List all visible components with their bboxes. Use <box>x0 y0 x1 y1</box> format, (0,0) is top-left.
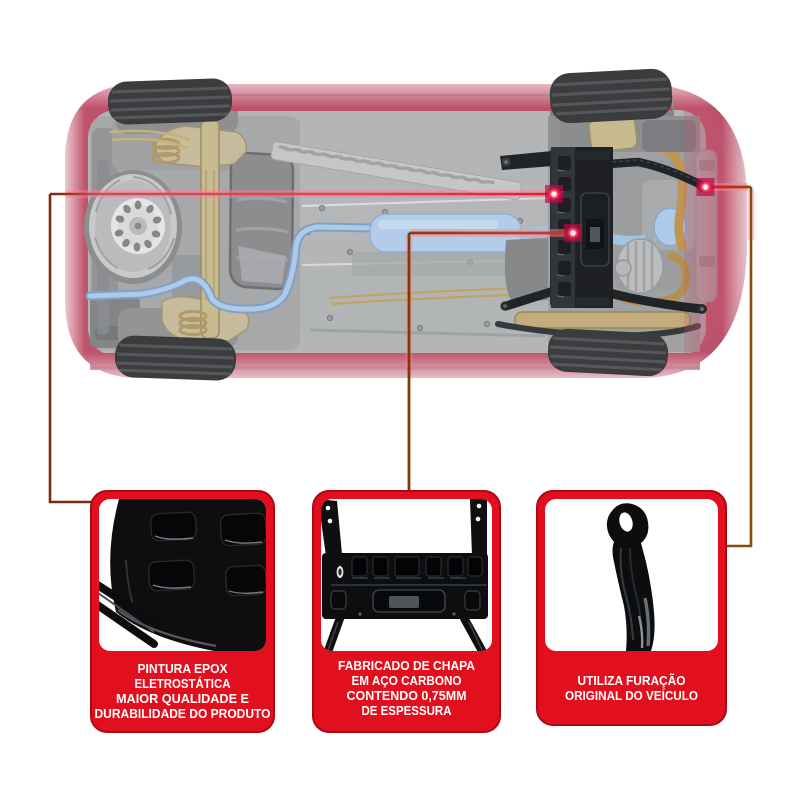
svg-text:UTILIZA FURAÇÃO: UTILIZA FURAÇÃO <box>578 673 686 688</box>
svg-text:MAIOR QUALIDADE E: MAIOR QUALIDADE E <box>116 692 249 706</box>
svg-text:DURABILIDADE DO PRODUTO: DURABILIDADE DO PRODUTO <box>95 707 271 721</box>
svg-text:DE ESPESSURA: DE ESPESSURA <box>362 704 452 718</box>
svg-text:EM AÇO CARBONO: EM AÇO CARBONO <box>352 674 462 688</box>
svg-text:FABRICADO DE CHAPA: FABRICADO DE CHAPA <box>338 659 475 673</box>
svg-text:ORIGINAL DO VEÍCULO: ORIGINAL DO VEÍCULO <box>565 688 698 703</box>
svg-text:PINTURA EPOX: PINTURA EPOX <box>138 662 229 676</box>
svg-text:ELETROSTÁTICA: ELETROSTÁTICA <box>135 676 231 691</box>
svg-text:CONTENDO 0,75MM: CONTENDO 0,75MM <box>347 689 467 703</box>
